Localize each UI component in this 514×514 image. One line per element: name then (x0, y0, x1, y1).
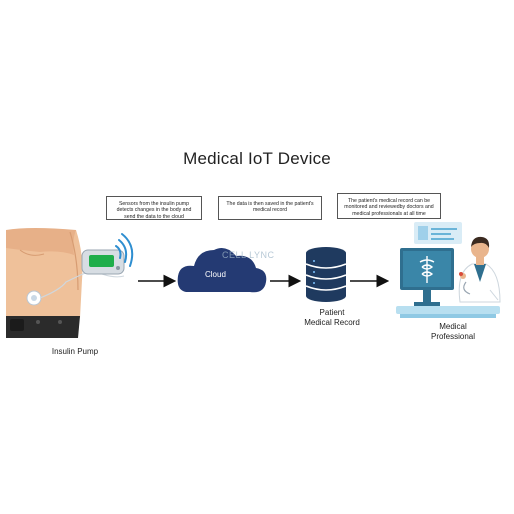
page-title: Medical IoT Device (183, 149, 331, 168)
label-medical-professional: Medical Professional (410, 322, 496, 342)
cloud-label: Cloud (205, 270, 226, 279)
note-cloud: The data is then saved in the patient's … (218, 196, 322, 220)
insulin-pump-icon (81, 249, 125, 275)
label-insulin-pump: Insulin Pump (51, 347, 99, 356)
cloud-icon (177, 248, 267, 293)
label-professional-line1: Medical (439, 322, 467, 331)
database-icon (305, 247, 347, 302)
label-patient-medical-record: Patient Medical Record (290, 308, 374, 328)
torso-illustration (6, 228, 125, 338)
label-professional-line2: Professional (430, 332, 476, 341)
watermark: CELL LYNC (222, 250, 275, 260)
note-pump: Sensors from the insulin pump detects ch… (106, 196, 202, 220)
wifi-signal-icon (115, 233, 134, 267)
doctor-icon (458, 236, 501, 303)
doctor-scene (396, 222, 501, 318)
label-patient-line1: Patient (319, 308, 345, 317)
caduceus-icon (419, 256, 435, 283)
label-patient-line2: Medical Record (304, 318, 360, 327)
note-record: The patient's medical record can be moni… (337, 193, 441, 219)
